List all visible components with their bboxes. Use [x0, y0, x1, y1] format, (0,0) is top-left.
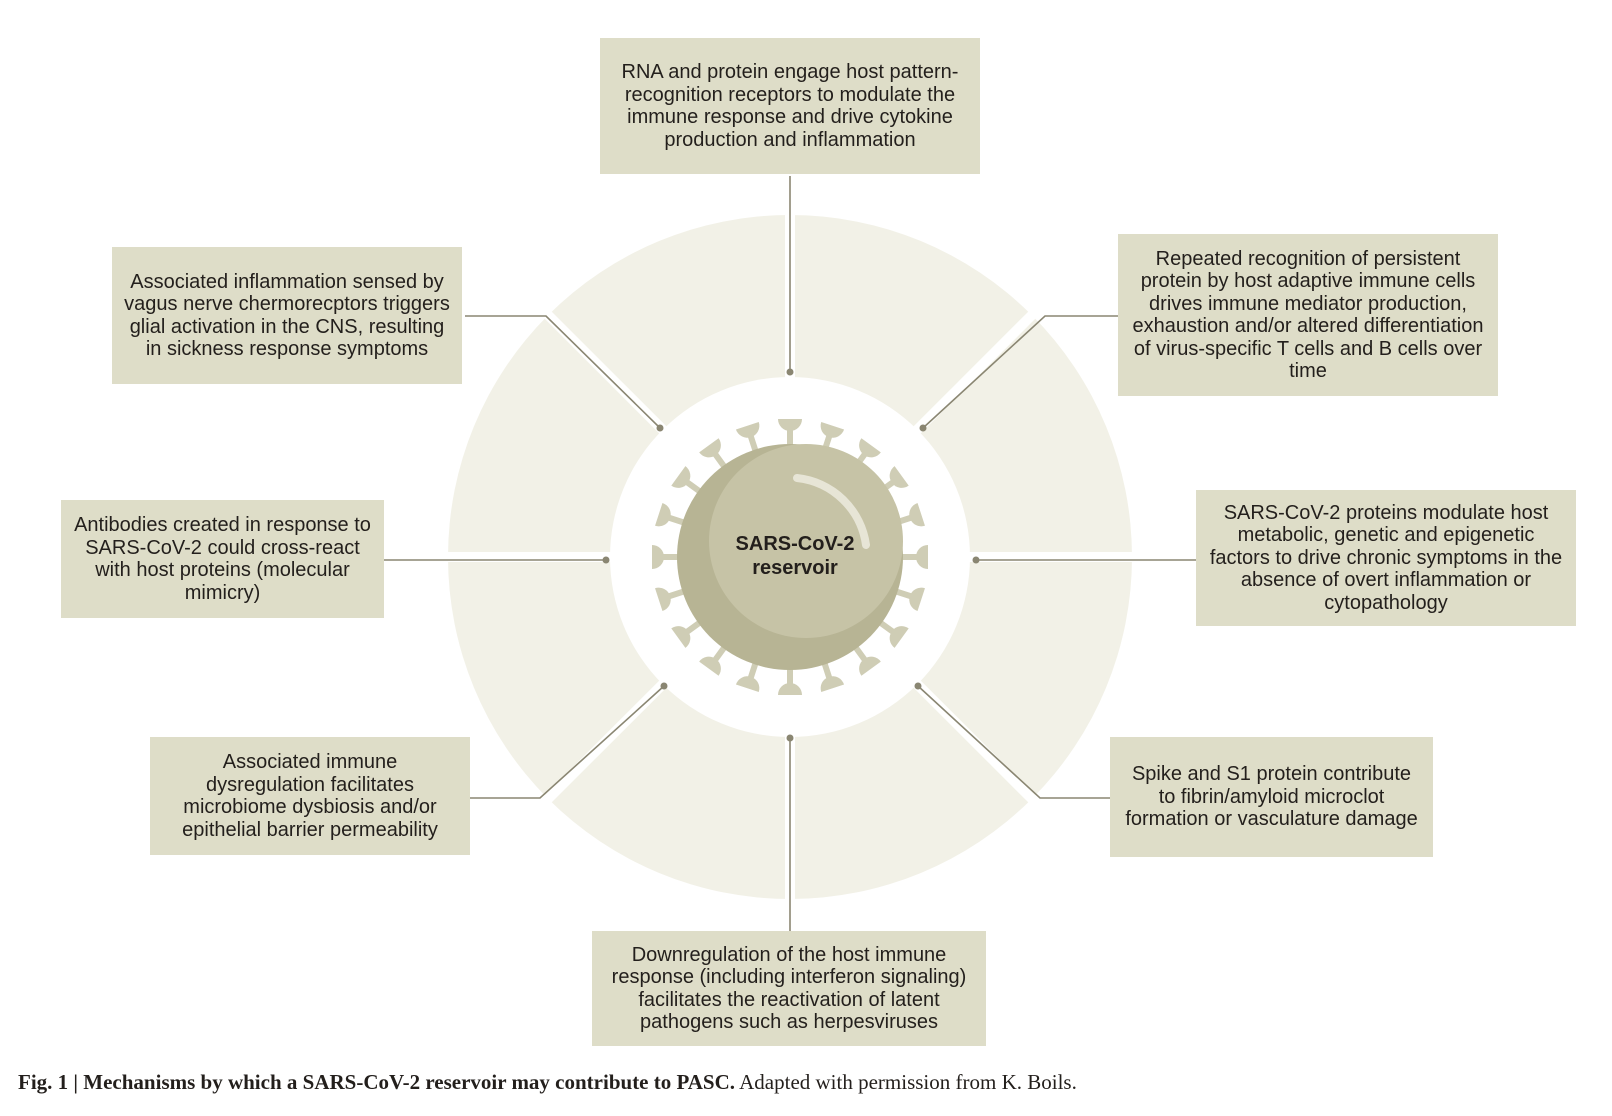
mechanism-box-top-left: Associated inflammation sensed by vagus …	[112, 247, 462, 384]
caption-credit: Adapted with permission from K. Boils.	[735, 1070, 1077, 1094]
mechanism-box-right: SARS-CoV-2 proteins modulate host metabo…	[1196, 490, 1576, 626]
virus-spike-head	[916, 545, 928, 569]
mechanism-box-bottom: Downregulation of the host immune respon…	[592, 931, 986, 1046]
mechanism-box-left: Antibodies created in response to SARS-C…	[61, 500, 384, 618]
virus-spike-head	[778, 419, 802, 431]
figure-caption: Fig. 1 | Mechanisms by which a SARS-CoV-…	[18, 1070, 1077, 1095]
virus-spike-head	[735, 422, 760, 438]
mechanism-box-top: RNA and protein engage host pattern-reco…	[600, 38, 980, 174]
virus-spike-head	[889, 626, 909, 648]
virus-spike-head	[652, 545, 664, 569]
virus-spike-head	[859, 438, 881, 458]
connector-top-right	[922, 315, 1118, 429]
virus-spike-head	[778, 683, 802, 695]
mechanism-box-bottom-left: Associated immune dysregulation facilita…	[150, 737, 470, 855]
virus-spike-head	[735, 676, 760, 692]
mechanism-box-top-right: Repeated recognition of persistent prote…	[1118, 234, 1498, 396]
virus-spike-head	[859, 656, 881, 676]
caption-title: Fig. 1 | Mechanisms by which a SARS-CoV-…	[18, 1070, 736, 1094]
virus-spike-head	[699, 656, 721, 676]
virus-body-highlight	[709, 444, 903, 638]
reservoir-label: SARS-CoV-2 reservoir	[735, 533, 855, 579]
virus-spike-head	[655, 502, 671, 527]
mechanism-text-left: Antibodies created in response to SARS-C…	[74, 514, 371, 604]
mechanism-text-top: RNA and protein engage host pattern-reco…	[621, 61, 959, 151]
connector-bottom-left	[468, 685, 665, 799]
virus-shine	[793, 474, 870, 549]
virus-spike-head	[671, 626, 691, 648]
virus-spike-head	[820, 676, 845, 692]
virus-spike-head	[909, 587, 925, 612]
virus-spike-head	[699, 438, 721, 458]
mechanism-text-top-right: Repeated recognition of persistent prote…	[1132, 247, 1484, 383]
mechanism-box-bottom-right: Spike and S1 protein contribute to fibri…	[1110, 737, 1433, 857]
connector-top-left	[465, 315, 661, 429]
virus-spike-head	[655, 587, 671, 612]
connector-lines	[384, 176, 1196, 931]
virus-spike-head	[909, 502, 925, 527]
connector-dots	[602, 368, 980, 742]
mechanism-text-top-left: Associated inflammation sensed by vagus …	[124, 270, 450, 361]
mechanism-text-bottom-right: Spike and S1 protein contribute to fibri…	[1125, 763, 1418, 831]
virus-spike-head	[820, 422, 845, 438]
virus-spike-head	[889, 466, 909, 488]
mechanism-text-bottom-left: Associated immune dysregulation facilita…	[182, 751, 438, 841]
mechanism-text-right: SARS-CoV-2 proteins modulate host metabo…	[1209, 501, 1563, 614]
virus-spike-head	[671, 466, 691, 488]
connector-bottom-right	[917, 685, 1110, 799]
mechanism-text-bottom: Downregulation of the host immune respon…	[611, 943, 967, 1034]
